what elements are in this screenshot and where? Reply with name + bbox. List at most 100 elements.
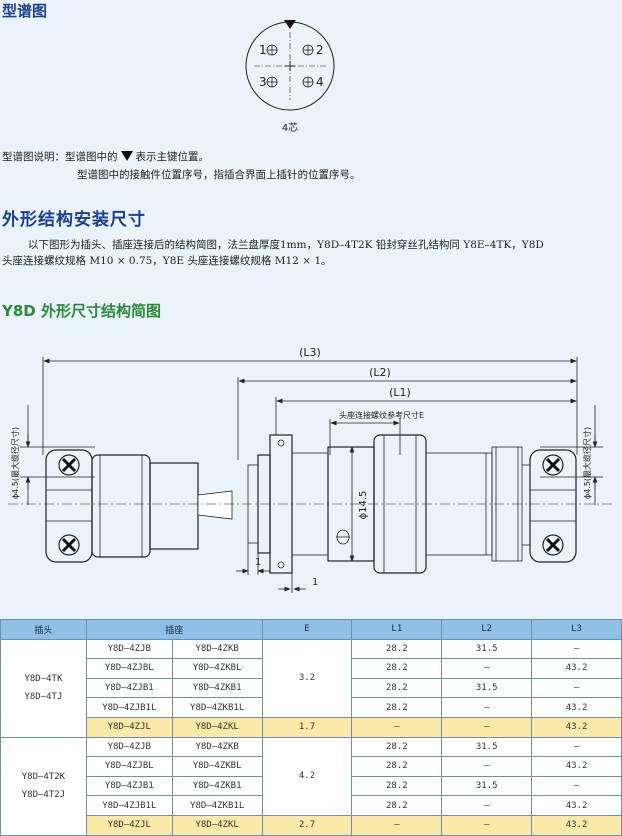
l2-value: 31.5 — [441, 638, 533, 660]
pin-note-prefix: 型谱图说明：型谱图中的 — [2, 151, 118, 163]
receptacle-model-b: Y8D–4ZKB1 — [171, 677, 263, 699]
receptacle-model-a: Y8D–4ZJBL — [85, 658, 173, 679]
plug-model: Y8D–4TJ — [24, 692, 63, 703]
section-title-drawing: Y8D 外形尺寸结构简图 — [2, 302, 161, 320]
receptacle-model-b: Y8D–4ZKB1L — [171, 795, 263, 816]
pin-layout-diagram: 1 2 3 4 4芯 — [245, 20, 335, 134]
dim-label-dia-center: ϕ14.5 — [358, 491, 369, 520]
l3-value: 43.2 — [531, 795, 622, 816]
l1-value: 28.2 — [351, 697, 443, 718]
receptacle-model-a: Y8D–4ZJL — [85, 814, 173, 836]
plug-model: Y8D–4TK — [24, 674, 63, 685]
col-header-l1: L1 — [351, 619, 443, 640]
receptacle-model-a: Y8D–4ZJBL — [85, 756, 173, 777]
l3-value: 43.2 — [531, 658, 622, 679]
receptacle-model-b: Y8D–4ZKB — [171, 736, 263, 758]
pin-note-line1: 型谱图说明：型谱图中的 表示主键位置。 — [2, 150, 209, 165]
receptacle-model-b: Y8D–4ZKL — [171, 716, 263, 738]
receptacle-model-b: Y8D–4ZKB — [171, 638, 263, 660]
l1-value: 28.2 — [351, 736, 443, 758]
col-header-l3: L3 — [531, 619, 622, 640]
l2-value: — — [441, 697, 533, 718]
plug-model: Y8D–4T2K — [21, 772, 66, 783]
col-header-plug: 插头 — [0, 619, 87, 640]
l2-value: — — [441, 814, 533, 836]
l3-value: — — [531, 638, 622, 660]
receptacle-model-a: Y8D–4ZJB — [85, 638, 173, 660]
section-title-pin-diagram: 型谱图 — [2, 2, 48, 20]
l2-value: 31.5 — [441, 677, 533, 699]
main-key-marker-icon — [284, 20, 296, 29]
dim-label-thickness-a: 1 — [255, 557, 261, 568]
e-value: 2.7 — [261, 814, 353, 836]
dim-label-dia-left: ϕ4.5(最大缆径尺寸) — [10, 427, 20, 499]
l1-value: 28.2 — [351, 677, 443, 699]
outline-drawing: (L3) (L2) (L1) 头座连接螺纹参考尺寸E ϕ4.5(最大缆径尺寸) … — [8, 346, 614, 593]
receptacle-model-a: Y8D–4ZJB1L — [85, 795, 173, 816]
receptacle-model-b: Y8D–4ZKB1L — [171, 697, 263, 718]
e-value: 1.7 — [261, 716, 353, 738]
l1-value: — — [351, 716, 443, 738]
l3-value: — — [531, 736, 622, 758]
pin-label-2: 2 — [316, 43, 324, 57]
l2-value: — — [441, 716, 533, 738]
dim-label-thickness-b: 1 — [312, 577, 318, 588]
outline-paragraph: 以下图形为插头、插座连接后的结构简图，法兰盘厚度1mm，Y8D–4T2K 铅封穿… — [2, 237, 622, 270]
pin-note-suffix: 表示主键位置。 — [135, 151, 210, 163]
dim-label-l3: (L3) — [299, 346, 321, 359]
l3-value: — — [531, 677, 622, 699]
col-header-receptacle: 插座 — [85, 619, 263, 640]
l3-value: 43.2 — [531, 716, 622, 738]
paragraph-line2: 头座连接螺纹规格 M10 × 0.75，Y8E 头座连接螺纹规格 M12 × 1… — [2, 255, 332, 268]
e-value: 4.2 — [261, 736, 353, 816]
pin-label-1: 1 — [259, 43, 267, 57]
receptacle-model-b: Y8D–4ZKBL — [171, 756, 263, 777]
plug-cell: Y8D–4TK Y8D–4TJ — [0, 638, 87, 738]
l1-value: — — [351, 814, 443, 836]
col-header-l2: L2 — [441, 619, 533, 640]
l1-value: 28.2 — [351, 638, 443, 660]
l1-value: 28.2 — [351, 775, 443, 797]
receptacle-model-b: Y8D–4ZKBL — [171, 658, 263, 679]
l3-value: 43.2 — [531, 756, 622, 777]
l2-value: — — [441, 658, 533, 679]
dim-label-e: 头座连接螺纹参考尺寸E — [339, 410, 424, 420]
e-value: 3.2 — [261, 638, 353, 718]
receptacle-model-a: Y8D–4ZJB1L — [85, 697, 173, 718]
main-key-triangle-icon — [120, 151, 133, 161]
l2-value: 31.5 — [441, 736, 533, 758]
receptacle-model-b: Y8D–4ZKL — [171, 814, 263, 836]
pin-label-3: 3 — [259, 75, 267, 89]
dim-label-l1: (L1) — [389, 386, 411, 399]
l3-value: — — [531, 775, 622, 797]
l2-value: — — [441, 756, 533, 777]
l3-value: 43.2 — [531, 814, 622, 836]
plug-cell: Y8D–4T2K Y8D–4T2J — [0, 736, 87, 836]
receptacle-model-a: Y8D–4ZJB1 — [85, 677, 173, 699]
paragraph-line1: 以下图形为插头、插座连接后的结构简图，法兰盘厚度1mm，Y8D–4T2K 铅封穿… — [28, 239, 544, 251]
receptacle-model-a: Y8D–4ZJB — [85, 736, 173, 758]
dim-label-dia-right: ϕ4.5(最大缆径尺寸) — [582, 427, 592, 499]
l1-value: 28.2 — [351, 756, 443, 777]
l3-value: 43.2 — [531, 697, 622, 718]
plug-model: Y8D–4T2J — [21, 790, 66, 801]
pin-note-line2: 型谱图中的接触件位置序号，指插合界面上插针的位置序号。 — [77, 169, 361, 181]
l1-value: 28.2 — [351, 658, 443, 679]
receptacle-model-a: Y8D–4ZJB1 — [85, 775, 173, 797]
l2-value: 31.5 — [441, 775, 533, 797]
col-header-e: E — [261, 619, 353, 640]
pin-label-4: 4 — [316, 75, 324, 89]
dim-label-l2: (L2) — [369, 366, 391, 379]
section-title-outline: 外形结构安装尺寸 — [2, 210, 146, 230]
